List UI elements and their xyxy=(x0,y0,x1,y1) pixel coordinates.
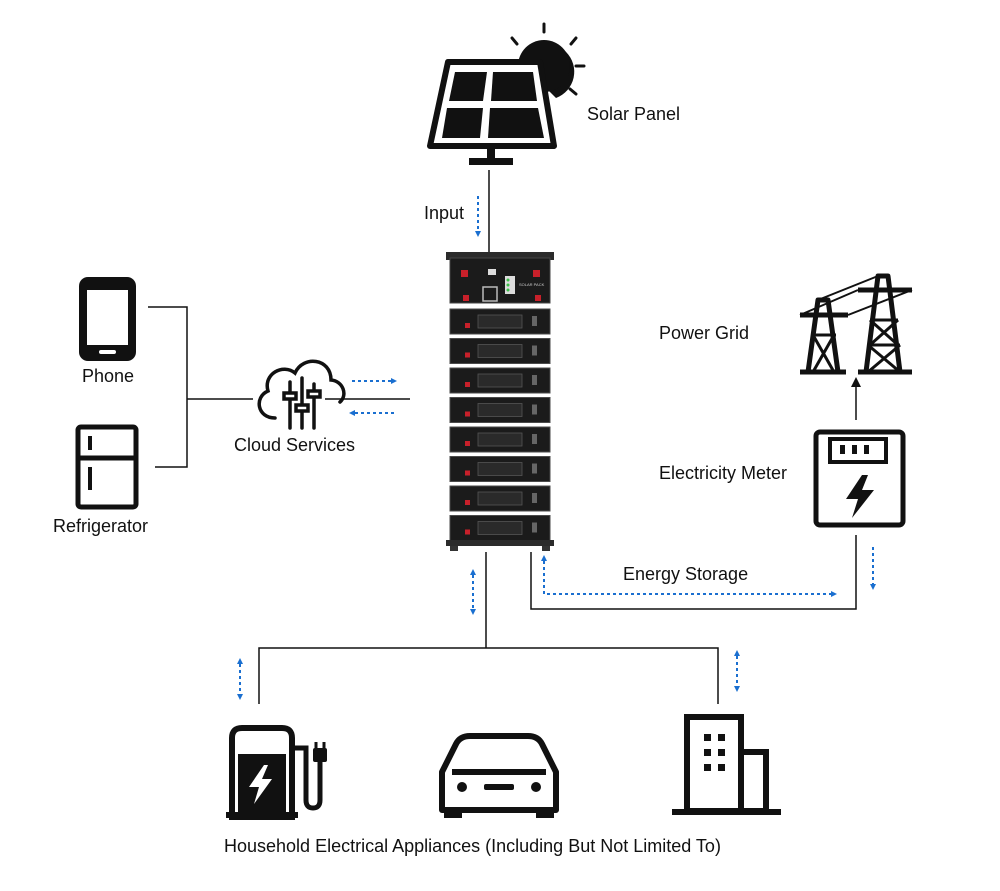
refrigerator-icon xyxy=(75,424,139,510)
electricity-meter-icon xyxy=(813,429,906,528)
cloud-sliders-icon xyxy=(257,359,346,430)
input-label: Input xyxy=(424,203,465,223)
battery-module xyxy=(449,338,551,364)
device-bracket xyxy=(148,306,253,468)
transmission-tower-icon xyxy=(799,273,913,375)
battery-rack: SOLAR PACK xyxy=(446,252,554,551)
battery-brand-text: SOLAR PACK xyxy=(519,282,545,287)
building-icon xyxy=(672,714,781,815)
ev-charger-icon xyxy=(226,725,327,820)
refrigerator-label: Refrigerator xyxy=(53,516,149,536)
car-icon xyxy=(439,733,559,818)
storage-flow-arrow xyxy=(543,561,837,597)
battery-down-arrowhead xyxy=(470,569,476,575)
energy-storage-label: Energy Storage xyxy=(623,564,749,584)
power-grid-label: Power Grid xyxy=(659,323,750,343)
battery-module xyxy=(449,426,551,453)
charger-flow-arrowhead xyxy=(237,658,243,664)
battery-module xyxy=(449,397,551,423)
electricity-meter-label: Electricity Meter xyxy=(659,463,788,483)
battery-module xyxy=(449,485,551,512)
battery-module xyxy=(449,515,551,541)
storage-flow-arrowhead xyxy=(541,555,547,561)
phone-icon xyxy=(79,277,136,361)
solar-panel-icon xyxy=(427,59,557,165)
battery-module xyxy=(449,367,551,394)
battery-module xyxy=(449,308,551,335)
phone-label: Phone xyxy=(82,366,135,386)
cloud-services-label: Cloud Services xyxy=(234,435,356,455)
solar-panel-label: Solar Panel xyxy=(587,104,681,124)
building-flow-arrowhead xyxy=(734,650,740,656)
battery-module xyxy=(449,456,551,482)
household-appliances-label: Household Electrical Appliances (Includi… xyxy=(224,836,721,856)
storage-to-meter-line xyxy=(530,535,857,610)
distribution-bus xyxy=(258,647,719,704)
